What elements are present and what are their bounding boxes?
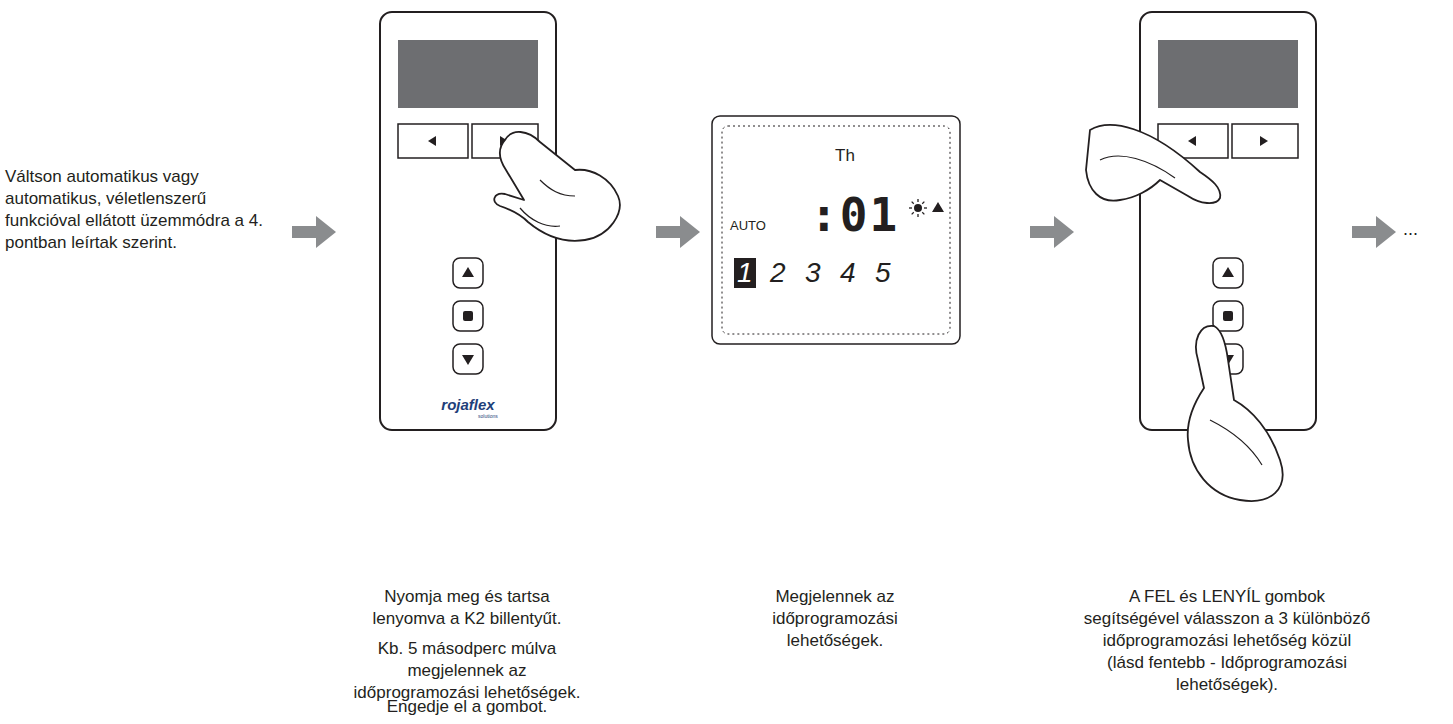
caption: Megjelennek az időprogramozási lehetőség… bbox=[740, 586, 930, 652]
sun-ray bbox=[912, 202, 914, 204]
sun-ray bbox=[922, 212, 924, 214]
caption: Kb. 5 másodperc múlva megjelennek az idő… bbox=[348, 638, 586, 704]
flow-arrow bbox=[292, 216, 336, 248]
hand-drawing bbox=[494, 132, 619, 241]
hand-drawing bbox=[1188, 326, 1283, 501]
brand-logo: rojaflex bbox=[425, 397, 511, 413]
lcd-text: :01 bbox=[810, 190, 899, 240]
hand-detail bbox=[520, 180, 575, 226]
up-triangle bbox=[1222, 267, 1234, 277]
sun-ray bbox=[917, 199, 918, 202]
lcd-display: ThAUTO :01 12345 bbox=[722, 126, 950, 334]
down-triangle bbox=[462, 355, 474, 365]
sun-ray bbox=[909, 207, 912, 208]
program-number: 2 bbox=[770, 258, 786, 288]
caption: Nyomja meg és tartsa lenyomva a K2 bille… bbox=[348, 586, 586, 630]
remote-screen bbox=[398, 40, 538, 108]
program-number: 1 bbox=[734, 258, 756, 288]
flow-arrow bbox=[656, 216, 700, 248]
left-triangle bbox=[1188, 136, 1196, 146]
sun-ray bbox=[917, 214, 918, 217]
caption: Engedje el a gombot. bbox=[348, 696, 586, 718]
lcd-text: AUTO bbox=[730, 218, 766, 233]
lcd-text: Th bbox=[835, 146, 855, 166]
left-triangle bbox=[428, 136, 436, 146]
stop-square bbox=[463, 311, 473, 321]
sun-ray bbox=[924, 207, 927, 208]
caption: A FEL és LENYÍL gombok segítségével vála… bbox=[1082, 586, 1372, 696]
program-number: 4 bbox=[840, 258, 856, 288]
instruction-text: Váltson automatikus vagy automatikus, vé… bbox=[5, 166, 267, 254]
round-key bbox=[453, 301, 483, 331]
hand-drawing bbox=[1086, 125, 1220, 203]
lcd-inner-frame bbox=[722, 126, 950, 334]
right-triangle bbox=[1260, 136, 1268, 146]
sun-ray bbox=[912, 212, 914, 214]
round-key bbox=[1213, 258, 1243, 288]
hand-detail bbox=[1100, 156, 1262, 465]
stop-square bbox=[1223, 311, 1233, 321]
program-number: 5 bbox=[875, 258, 891, 288]
sun-ray bbox=[922, 202, 924, 204]
left-key bbox=[398, 124, 468, 158]
round-key bbox=[1213, 301, 1243, 331]
round-key bbox=[453, 258, 483, 288]
right-key bbox=[1232, 124, 1298, 158]
sun-icon bbox=[914, 204, 922, 212]
up-icon bbox=[932, 202, 944, 212]
flow-arrow bbox=[1030, 216, 1074, 248]
program-number: 3 bbox=[805, 258, 821, 288]
lcd-frame bbox=[712, 116, 960, 344]
up-triangle bbox=[462, 267, 474, 277]
continuation-mark: ... bbox=[1403, 218, 1418, 240]
brand-tagline: solutions bbox=[478, 413, 498, 419]
remote-screen bbox=[1158, 40, 1298, 108]
round-key bbox=[453, 344, 483, 374]
flow-arrow bbox=[1352, 216, 1396, 248]
